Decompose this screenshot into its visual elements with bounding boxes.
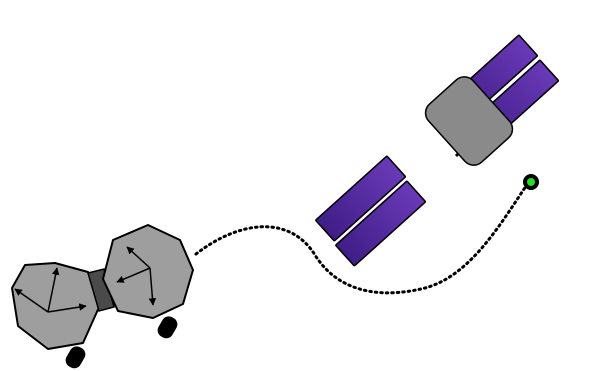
space-station [315,34,559,267]
robot-connector [87,268,115,312]
station-body [424,76,514,166]
solar-panel [315,155,406,242]
target-point [523,174,539,190]
left-module-vectors [14,267,87,313]
robot-module-right [102,224,194,319]
trajectory-path [194,181,530,295]
solar-panel [335,180,426,267]
robot-wheel [157,316,178,339]
robot [11,224,194,369]
robot-wheel [65,346,86,369]
right-module-vectors [116,246,157,306]
